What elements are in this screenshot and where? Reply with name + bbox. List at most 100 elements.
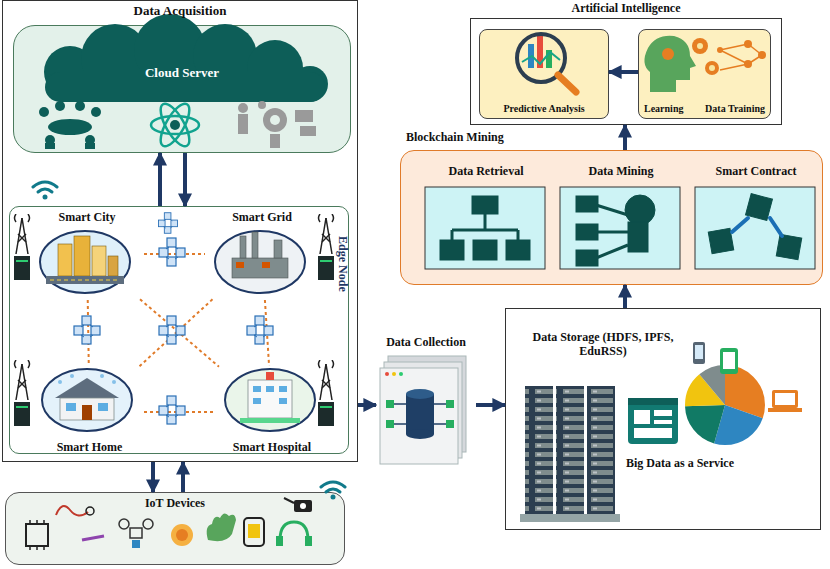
ai-panel: Artificial IntelligencePredictive Analys… — [470, 18, 782, 125]
cloud-region: Cloud Server — [13, 25, 351, 153]
illustration-part — [58, 380, 62, 384]
illustration-part — [556, 386, 584, 514]
illustration-part — [385, 372, 389, 376]
illustration-part — [14, 360, 30, 426]
illustration-part — [39, 101, 101, 149]
illustration-part — [14, 214, 30, 280]
illustration-part — [232, 232, 288, 278]
illustration-part — [506, 240, 530, 260]
illustration-part — [240, 418, 300, 423]
node-label: Cloud Server — [14, 66, 350, 81]
illustration-part — [452, 229, 518, 232]
illustration-part — [628, 398, 678, 405]
illustration-part — [654, 420, 672, 424]
illustration-part — [772, 390, 798, 408]
mining-step: Data Mining — [558, 159, 684, 271]
illustration-part — [587, 386, 615, 514]
illustration-part — [33, 182, 57, 200]
illustration-part — [425, 187, 545, 269]
illustration-part — [270, 115, 280, 125]
node-label: Data Collection — [376, 336, 476, 350]
illustration-part — [248, 524, 260, 538]
node-label: Data Mining — [558, 165, 684, 179]
illustration-part — [386, 400, 394, 408]
illustration-part — [392, 372, 396, 376]
illustration-part — [40, 231, 130, 293]
illustration-part — [132, 540, 140, 548]
illustration-part — [30, 520, 44, 550]
illustration-part — [130, 528, 142, 538]
illustration-part — [86, 507, 94, 515]
illustration-part — [91, 107, 101, 117]
illustration-part — [596, 231, 628, 234]
flow-arrow — [623, 285, 627, 308]
illustration-part — [473, 240, 497, 260]
illustration-part — [380, 368, 458, 464]
node-label: Big Data as a Service — [626, 457, 734, 471]
illustration-part — [158, 213, 177, 234]
illustration-part — [695, 345, 703, 359]
illustration-part — [446, 420, 454, 428]
illustration-part — [134, 14, 206, 86]
illustration-part — [625, 195, 655, 225]
illustration-part — [81, 24, 149, 92]
illustration-part — [143, 519, 153, 529]
dashed-link — [144, 411, 215, 413]
illustration-part — [634, 410, 650, 424]
illustration-part — [70, 374, 74, 378]
illustration-part — [406, 389, 434, 399]
mining-step: Smart Contract — [693, 159, 819, 271]
illustration-part — [546, 50, 552, 68]
illustration-part — [159, 396, 185, 424]
illustration-part — [392, 423, 406, 425]
device-panel: IoT Devices — [5, 492, 345, 565]
node-label: Data Retrieval — [423, 165, 549, 179]
illustration-part — [318, 214, 334, 280]
illustration-part — [240, 236, 246, 258]
illustration-part — [662, 38, 719, 75]
illustration-part — [294, 500, 312, 512]
illustration-part — [770, 218, 782, 236]
dashed-link — [144, 253, 205, 255]
illustration-part — [520, 514, 620, 522]
illustration-part — [705, 385, 745, 425]
illustration-part — [321, 482, 345, 500]
illustration-part — [440, 194, 802, 266]
illustration-part — [399, 372, 403, 376]
illustration-part — [560, 187, 680, 269]
illustration-part — [748, 55, 762, 64]
illustration-part — [238, 101, 316, 148]
illustration-part — [159, 316, 185, 344]
illustration-part — [587, 386, 615, 514]
illustration-part — [717, 47, 723, 53]
illustration-part — [42, 369, 132, 431]
node-label: Smart City — [32, 211, 142, 225]
illustration-part — [628, 222, 648, 252]
illustration-part — [576, 250, 598, 266]
illustration-part — [238, 103, 248, 113]
illustration-part — [159, 238, 185, 266]
illustration-part — [305, 536, 312, 546]
illustration-part — [484, 214, 487, 230]
flow-arrow — [151, 462, 155, 492]
illustration-part — [232, 258, 288, 278]
illustration-part — [45, 143, 55, 149]
illustration-part — [723, 352, 735, 369]
illustration-part — [705, 385, 745, 425]
illustration-part — [384, 362, 462, 458]
illustration-part — [66, 403, 76, 411]
node-label: Learning — [644, 103, 683, 115]
illustration-part — [247, 40, 303, 96]
ai-box: Predictive Analysis — [479, 29, 609, 119]
dashed-link — [88, 300, 89, 366]
illustration-part — [55, 378, 119, 398]
illustration-part — [248, 380, 292, 418]
illustration-part — [46, 276, 124, 284]
illustration-part — [705, 385, 745, 425]
illustration-part — [717, 40, 766, 68]
illustration-part — [522, 52, 560, 64]
illustration-part — [446, 400, 454, 408]
illustration-part — [215, 231, 305, 293]
illustration-part — [85, 135, 95, 145]
